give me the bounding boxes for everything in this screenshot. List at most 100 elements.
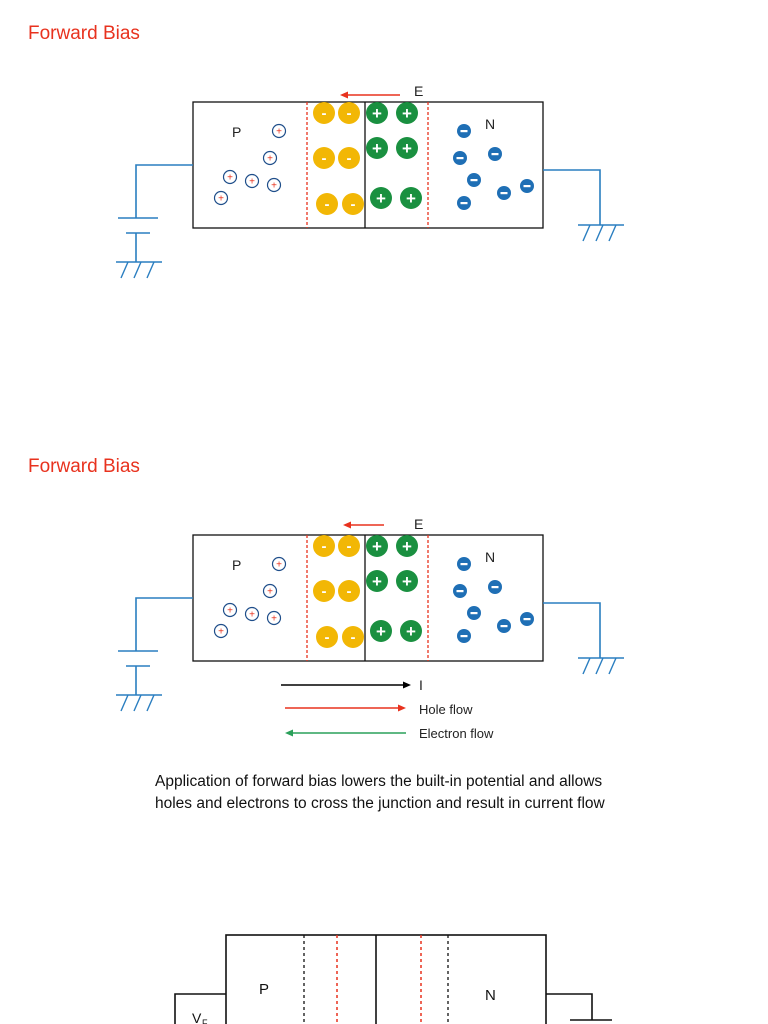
electron-minus-sign bbox=[491, 586, 499, 589]
electron-minus-sign bbox=[456, 157, 464, 160]
ground-left bbox=[116, 261, 162, 279]
hole-flow-label: Hole flow bbox=[419, 702, 473, 717]
acceptor-ion bbox=[338, 580, 360, 602]
ground-hatch bbox=[133, 261, 142, 279]
voltage-subscript: F bbox=[202, 1018, 208, 1024]
donor-plus-sign: + bbox=[402, 572, 412, 591]
n-region-label: N bbox=[485, 987, 496, 1004]
donor-ion bbox=[396, 137, 418, 159]
acceptor-ion bbox=[342, 193, 364, 215]
current-label: I bbox=[419, 677, 423, 693]
donor-plus-sign: + bbox=[372, 139, 382, 158]
hole-plus-sign: + bbox=[276, 560, 282, 571]
acceptor-ion bbox=[338, 147, 360, 169]
acceptor-minus-sign: - bbox=[347, 583, 352, 600]
hole-carrier bbox=[213, 190, 229, 206]
hole-plus-sign: + bbox=[249, 610, 255, 621]
semiconductor-block bbox=[225, 934, 547, 1024]
hole-carrier bbox=[271, 123, 287, 139]
hole-carrier bbox=[271, 556, 287, 572]
electron-minus-sign bbox=[460, 635, 468, 638]
acceptor-minus-sign: - bbox=[351, 629, 356, 646]
donor-plus-sign: + bbox=[406, 189, 416, 208]
hole-plus-sign: + bbox=[218, 194, 224, 205]
hole-carrier bbox=[262, 150, 278, 166]
donor-plus-sign: + bbox=[376, 622, 386, 641]
acceptor-minus-sign: - bbox=[347, 538, 352, 555]
ground-hatch bbox=[595, 657, 604, 675]
acceptor-ion bbox=[316, 626, 338, 648]
acceptor-ion bbox=[338, 535, 360, 557]
wire-right bbox=[543, 602, 601, 658]
hole-carrier bbox=[266, 610, 282, 626]
ground-hatch bbox=[146, 694, 155, 712]
acceptor-minus-sign: - bbox=[322, 583, 327, 600]
n-region-label: N bbox=[485, 116, 495, 132]
donor-ion bbox=[370, 620, 392, 642]
wire-right bbox=[546, 993, 593, 1020]
ground-hatch bbox=[120, 694, 129, 712]
acceptor-ion bbox=[316, 193, 338, 215]
electron-minus-sign bbox=[500, 192, 508, 195]
electron-minus-sign bbox=[491, 153, 499, 156]
acceptor-ion bbox=[313, 535, 335, 557]
hole-plus-sign: + bbox=[271, 614, 277, 625]
slide-title-1: Forward Bias bbox=[28, 23, 140, 44]
explanation-caption: Application of forward bias lowers the b… bbox=[155, 773, 605, 812]
p-region-label: P bbox=[232, 557, 241, 573]
donor-ion bbox=[400, 187, 422, 209]
donor-plus-sign: + bbox=[372, 104, 382, 123]
hole-plus-sign: + bbox=[267, 154, 273, 165]
donor-plus-sign: + bbox=[372, 537, 382, 556]
donor-ion bbox=[400, 620, 422, 642]
n-region-label: N bbox=[485, 549, 495, 565]
electron-minus-sign bbox=[470, 612, 478, 615]
p-region-label: P bbox=[232, 124, 241, 140]
acceptor-minus-sign: - bbox=[322, 105, 327, 122]
electron-minus-sign bbox=[470, 179, 478, 182]
donor-plus-sign: + bbox=[402, 139, 412, 158]
field-arrow-head bbox=[340, 91, 348, 99]
hole-plus-sign: + bbox=[276, 127, 282, 138]
wire-right bbox=[543, 169, 601, 225]
hole-carrier bbox=[262, 583, 278, 599]
hole-plus-sign: + bbox=[271, 181, 277, 192]
donor-ion bbox=[366, 102, 388, 124]
electron-minus-sign bbox=[460, 130, 468, 133]
field-label: E bbox=[414, 83, 423, 99]
hole-plus-sign: + bbox=[218, 627, 224, 638]
ground-hatch bbox=[595, 224, 604, 242]
electron-minus-sign bbox=[460, 202, 468, 205]
acceptor-minus-sign: - bbox=[322, 150, 327, 167]
donor-plus-sign: + bbox=[402, 537, 412, 556]
acceptor-minus-sign: - bbox=[325, 196, 330, 213]
acceptor-ion bbox=[313, 102, 335, 124]
acceptor-ion bbox=[313, 580, 335, 602]
donor-ion bbox=[370, 187, 392, 209]
acceptor-minus-sign: - bbox=[351, 196, 356, 213]
hole-plus-sign: + bbox=[249, 177, 255, 188]
battery-wire-top bbox=[135, 597, 193, 651]
ground-hatch bbox=[608, 657, 617, 675]
hole-plus-sign: + bbox=[227, 173, 233, 184]
voltage-label: V bbox=[192, 1010, 202, 1024]
hole-flow-arrow-head bbox=[398, 704, 406, 712]
acceptor-minus-sign: - bbox=[322, 538, 327, 555]
donor-ion bbox=[396, 102, 418, 124]
donor-plus-sign: + bbox=[372, 572, 382, 591]
electron-minus-sign bbox=[523, 185, 531, 188]
acceptor-minus-sign: - bbox=[347, 150, 352, 167]
p-region-label: P bbox=[259, 981, 269, 998]
wire-left bbox=[174, 993, 226, 1024]
current-arrow-head bbox=[403, 681, 411, 689]
donor-ion bbox=[366, 535, 388, 557]
hole-plus-sign: + bbox=[267, 587, 273, 598]
hole-plus-sign: + bbox=[227, 606, 233, 617]
ground-hatch bbox=[120, 261, 129, 279]
hole-carrier bbox=[222, 602, 238, 618]
hole-carrier bbox=[244, 606, 260, 622]
slide-title-2: Forward Bias bbox=[28, 456, 140, 477]
donor-ion bbox=[396, 570, 418, 592]
